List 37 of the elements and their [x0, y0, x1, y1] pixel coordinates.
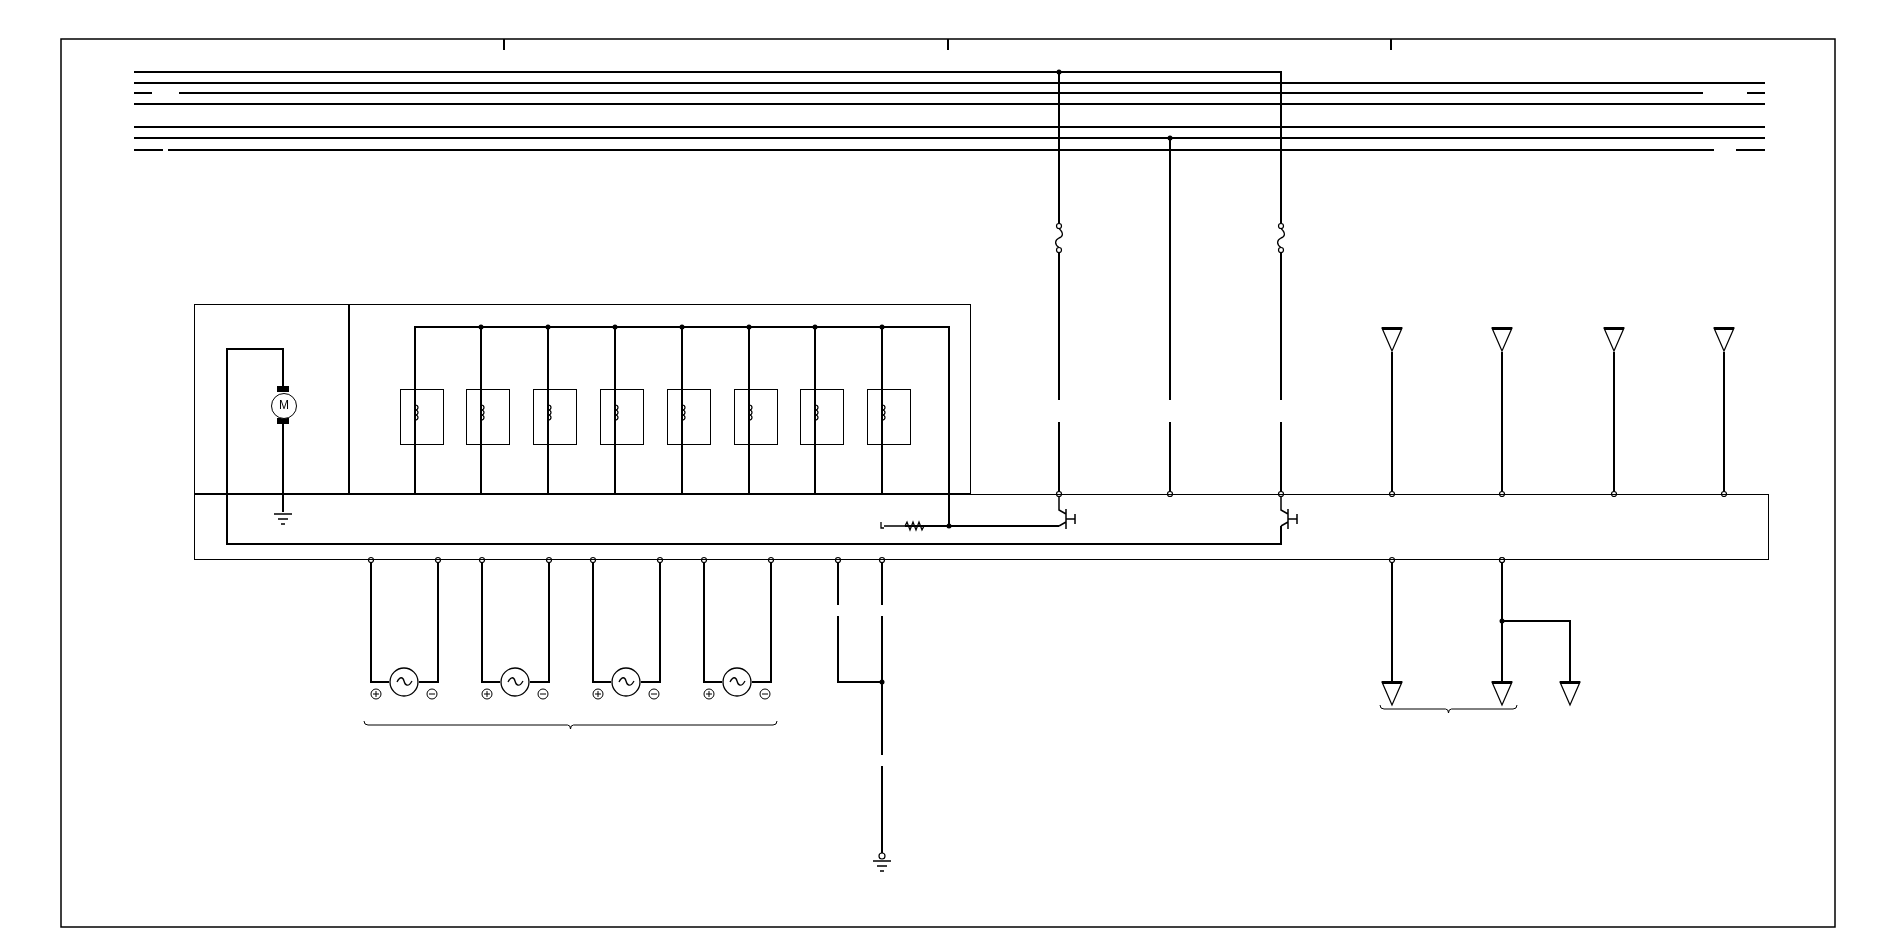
sensor-symbol — [611, 667, 641, 697]
output-terminal-symbol — [1559, 681, 1581, 706]
relay-module-panel — [349, 304, 971, 494]
sensor-symbol — [389, 667, 419, 697]
antenna-symbol — [1491, 327, 1513, 352]
wire — [1498, 556, 1571, 682]
relay-box — [600, 389, 644, 445]
wire — [1720, 351, 1728, 498]
relay-box — [867, 389, 911, 445]
relay-box — [734, 389, 778, 445]
wire — [589, 556, 612, 683]
wire — [367, 556, 390, 683]
wire — [1388, 556, 1396, 682]
sensor-symbol — [722, 667, 752, 697]
wire — [751, 556, 775, 683]
wire — [1388, 351, 1396, 498]
output-terminal-symbol — [1381, 681, 1403, 706]
control-unit-block — [194, 494, 1769, 560]
antenna-symbol — [1603, 327, 1625, 352]
output-terminal-symbol — [1491, 681, 1513, 706]
sensor-symbol — [500, 667, 530, 697]
motor-module-panel — [194, 304, 349, 494]
wire — [700, 556, 723, 683]
wire — [478, 556, 501, 683]
wire — [1498, 351, 1506, 498]
motor-symbol: M — [271, 393, 297, 419]
relay-box — [800, 389, 844, 445]
relay-box — [667, 389, 711, 445]
antenna-symbol — [1713, 327, 1735, 352]
antenna-symbol — [1381, 327, 1403, 352]
wire — [640, 556, 664, 683]
relay-box — [533, 389, 577, 445]
wire — [529, 556, 553, 683]
relay-box — [466, 389, 510, 445]
wire — [1610, 351, 1618, 498]
wire — [418, 556, 442, 683]
relay-box — [400, 389, 444, 445]
